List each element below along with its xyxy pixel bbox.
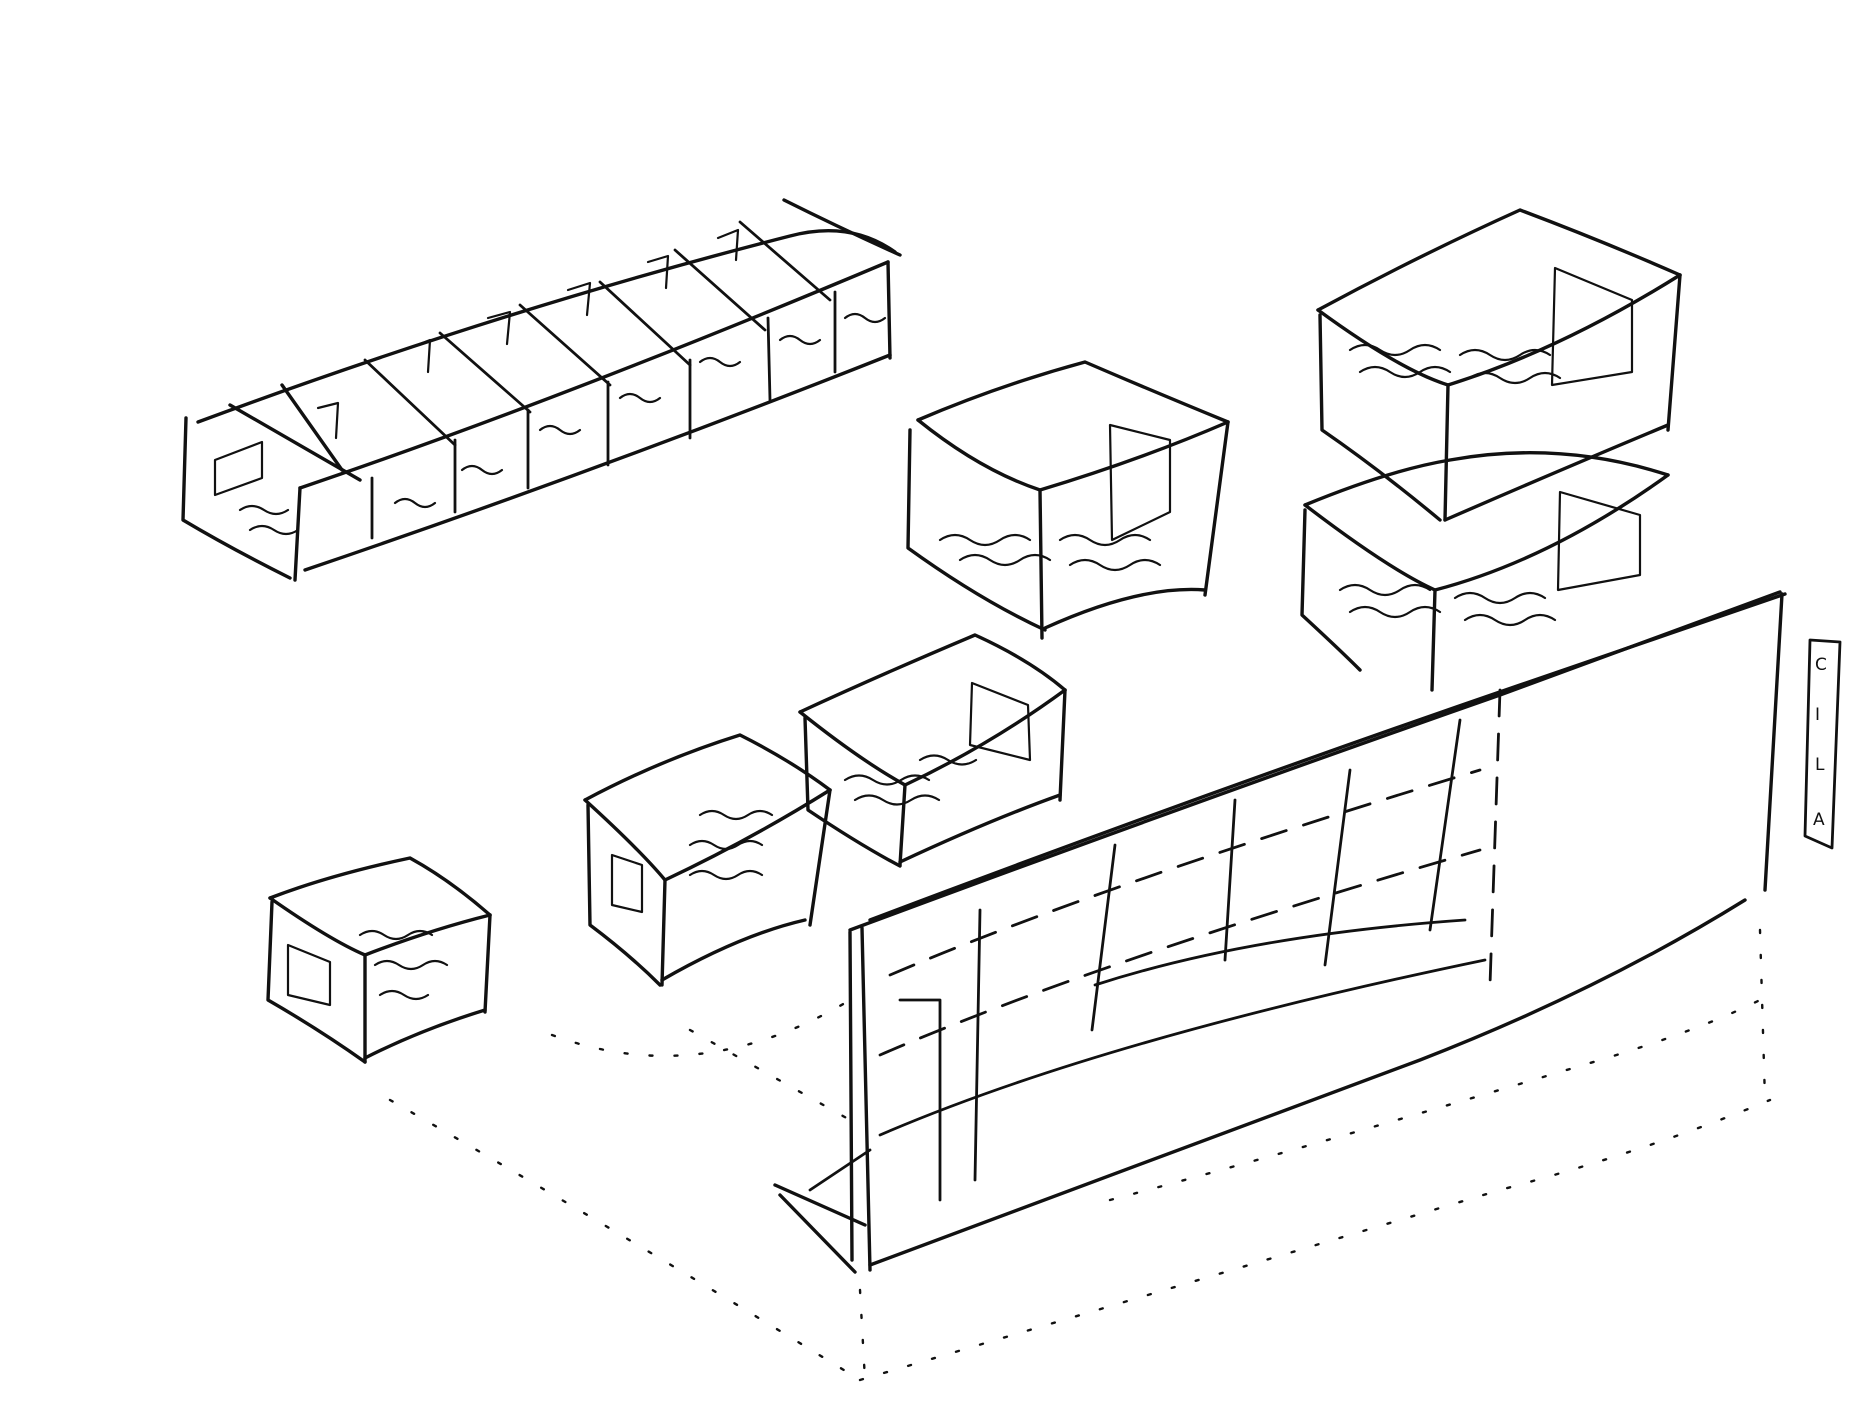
center-box	[798, 633, 1067, 868]
side-label-letter-3: L	[1815, 755, 1825, 775]
side-label-letter-4: A	[1813, 810, 1825, 830]
small-box-middle	[583, 733, 832, 987]
site-outline-dotted	[388, 928, 1772, 1382]
long-box-row	[181, 198, 902, 582]
side-label-letter-2: I	[1815, 705, 1820, 725]
middle-box	[906, 360, 1230, 640]
lower-right-box	[1300, 451, 1670, 692]
side-label-tag: C I L A	[1803, 638, 1842, 850]
small-box-left	[266, 856, 492, 1064]
upper-right-box	[1316, 208, 1682, 522]
large-panel-wall	[773, 590, 1787, 1274]
side-label-letter-1: C	[1815, 655, 1827, 675]
